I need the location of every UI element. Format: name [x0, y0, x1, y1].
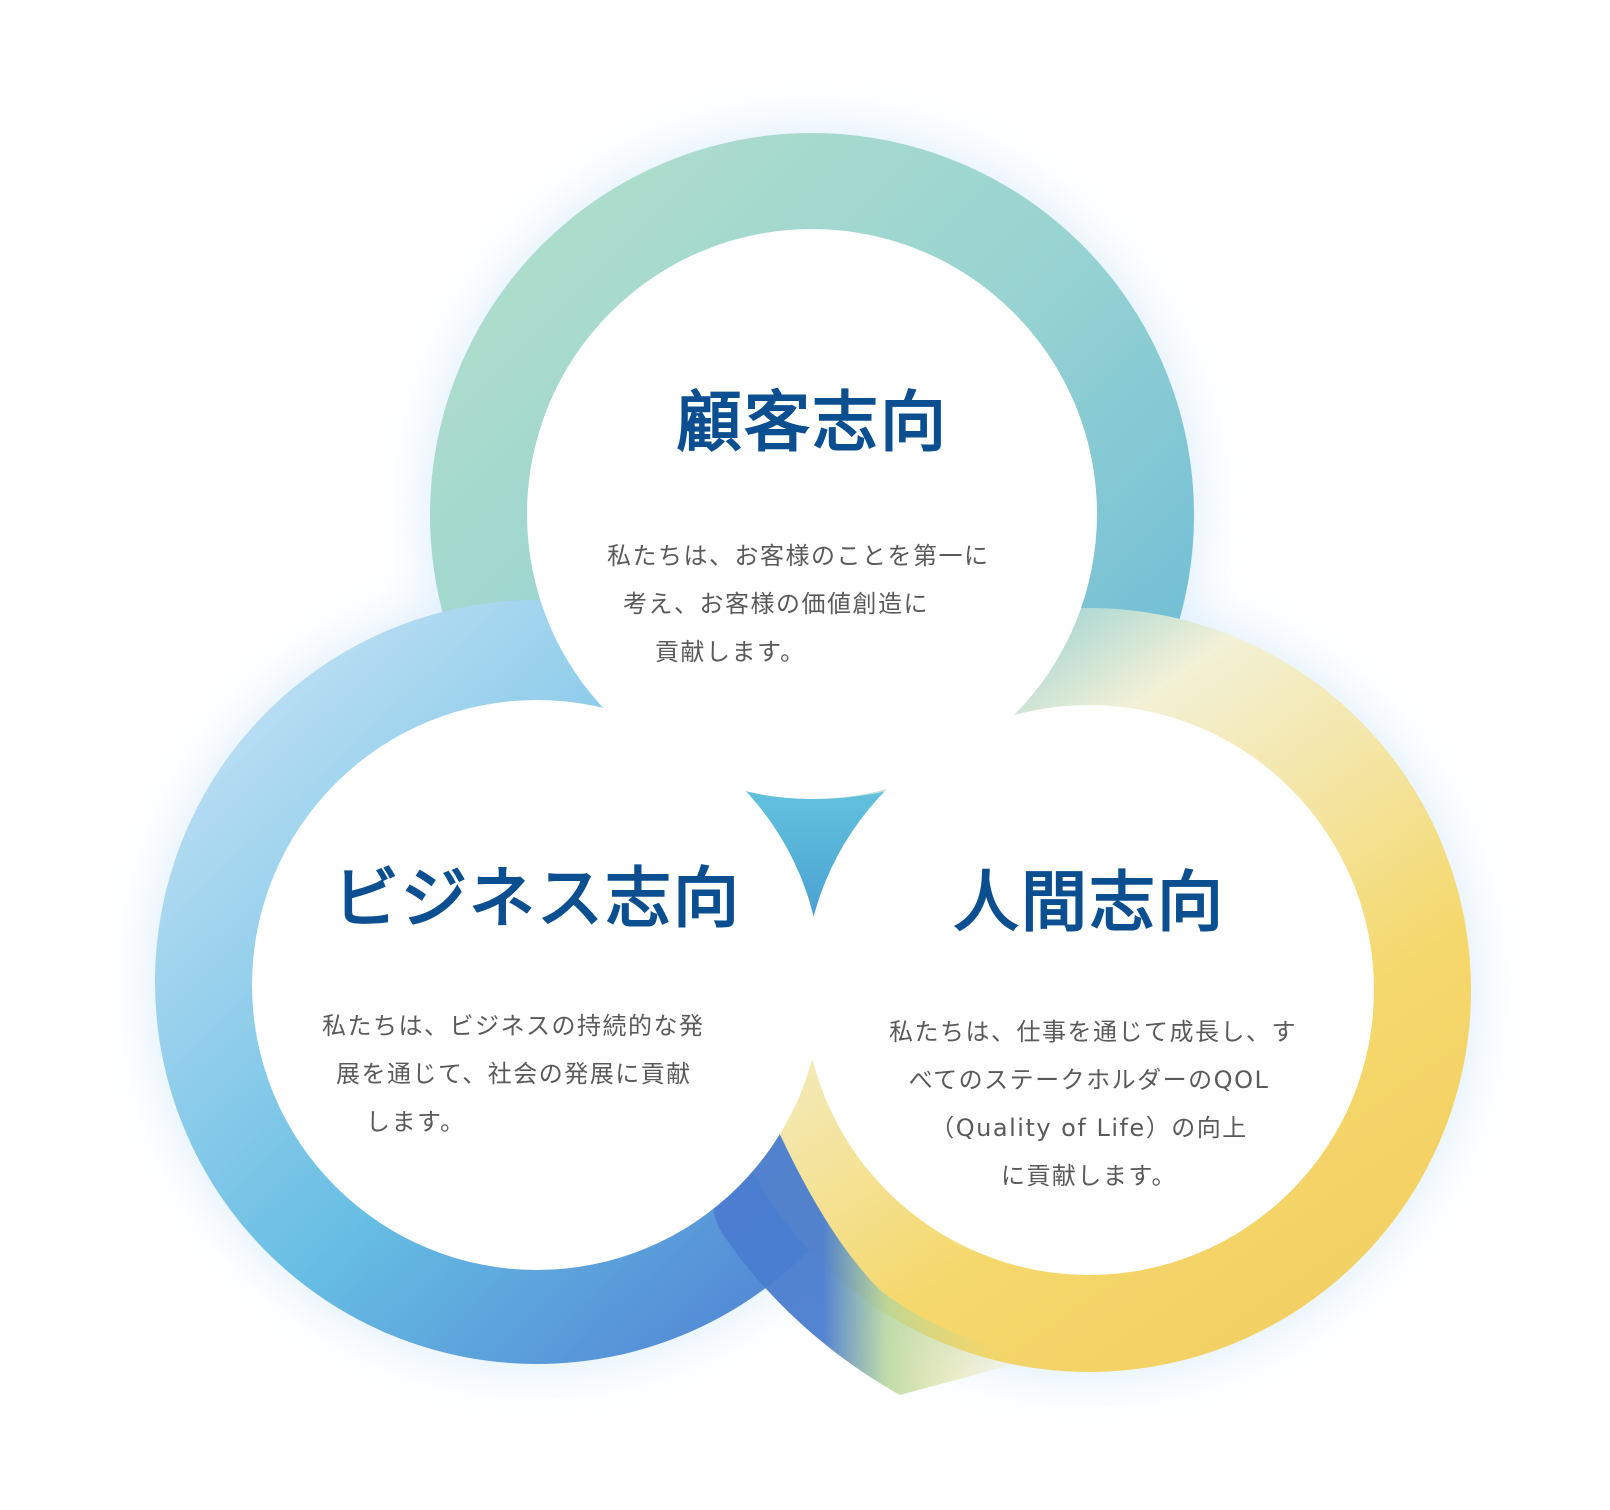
human-line-1: 私たちは、仕事を通じて成長し、す [889, 1018, 1297, 1046]
business-description: 私たちは、ビジネスの持続的な発 展を通じて、社会の発展に貢献 します。 [322, 1002, 705, 1146]
human-line-4: に貢献します。 [1000, 1162, 1178, 1190]
customer-line-1: 私たちは、お客様のことを第一に [607, 542, 990, 570]
business-title: ビジネス志向 [333, 860, 741, 937]
customer-line-2: 考え、お客様の価値創造に [623, 590, 929, 618]
center-triangle [742, 790, 892, 922]
human-line-2: べてのステークホルダーのQOL [908, 1066, 1270, 1094]
disc-customer [527, 229, 1097, 799]
human-title: 人間志向 [953, 864, 1225, 941]
customer-line-3: 貢献します。 [655, 638, 806, 666]
business-line-3: します。 [366, 1108, 466, 1136]
human-line-3: （Quality of Life）の向上 [930, 1114, 1248, 1142]
disc-business [252, 700, 822, 1270]
customer-title: 顧客志向 [676, 384, 948, 461]
lower-overlap [712, 1090, 1030, 1395]
business-line-1: 私たちは、ビジネスの持続的な発 [322, 1012, 705, 1040]
business-line-2: 展を通じて、社会の発展に貢献 [336, 1060, 692, 1088]
disc-human [804, 705, 1374, 1275]
customer-description: 私たちは、お客様のことを第一に 考え、お客様の価値創造に 貢献します。 [607, 532, 990, 676]
human-description: 私たちは、仕事を通じて成長し、す べてのステークホルダーのQOL （Qualit… [889, 1008, 1297, 1200]
